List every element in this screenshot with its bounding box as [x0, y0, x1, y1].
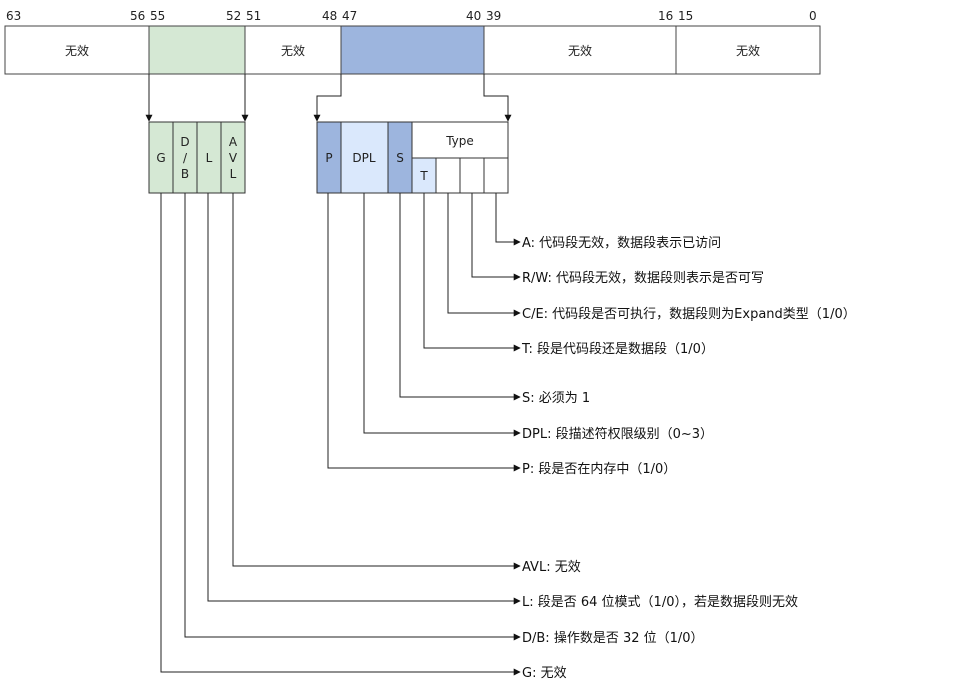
expansion-connectors — [145, 74, 512, 122]
flag-avl-text-1: A — [229, 135, 238, 149]
label-rw: R/W: 代码段无效，数据段则表示是否可写 — [522, 271, 764, 286]
flags-block-text: G D / B L A V L — [156, 135, 238, 181]
descriptor-bar-text: 无效 无效 无效 无效 — [65, 43, 760, 58]
access-s-text: S — [396, 151, 404, 165]
flags-block — [148, 121, 246, 194]
segment-63-56 — [4, 25, 150, 75]
leader-lines — [160, 193, 521, 676]
segment-text: 无效 — [568, 43, 592, 58]
type-t-text: T — [419, 169, 428, 183]
segment-55-52 — [148, 25, 246, 75]
bit-number: 40 — [466, 9, 481, 23]
descriptor-bar — [4, 25, 821, 75]
flag-avl-text-2: V — [229, 151, 238, 165]
field-descriptions: A: 代码段无效，数据段表示已访问 R/W: 代码段无效，数据段则表示是否可写 … — [521, 236, 856, 681]
bit-number: 39 — [486, 9, 501, 23]
expand-arrow-access-left — [313, 74, 342, 122]
type-cell-rw — [459, 157, 485, 194]
access-cell-type-header — [411, 121, 509, 159]
bit-number: 47 — [342, 9, 357, 23]
leader-avl — [232, 193, 521, 570]
flag-g-text: G — [156, 151, 165, 165]
label-avl: AVL: 无效 — [522, 560, 581, 575]
bit-number: 56 — [130, 9, 145, 23]
bit-number: 15 — [678, 9, 693, 23]
flag-cell-l — [196, 121, 222, 194]
access-block-text: P DPL S Type T — [325, 134, 473, 183]
leader-db — [184, 193, 521, 641]
leader-g — [160, 193, 521, 676]
type-header-text: Type — [445, 134, 474, 148]
flag-cell-db — [172, 121, 198, 194]
label-t: T: 段是代码段还是数据段（1/0） — [521, 342, 714, 357]
access-block — [316, 121, 509, 194]
flag-db-text-2: / — [183, 151, 188, 165]
access-dpl-text: DPL — [352, 151, 375, 165]
bit-number: 63 — [6, 9, 21, 23]
flag-l-text: L — [206, 151, 213, 165]
label-p: P: 段是否在内存中（1/0） — [522, 461, 676, 477]
bit-number: 51 — [246, 9, 261, 23]
leader-dpl — [363, 193, 521, 437]
leader-s — [399, 193, 521, 401]
bit-number: 48 — [322, 9, 337, 23]
leader-t — [423, 193, 521, 352]
flag-avl-text-3: L — [230, 167, 237, 181]
bit-number: 16 — [658, 9, 673, 23]
label-g: G: 无效 — [522, 666, 567, 681]
type-cell-t — [411, 157, 437, 194]
flag-cell-avl — [220, 121, 246, 194]
flag-db-text-3: B — [181, 167, 189, 181]
bit-number: 52 — [226, 9, 241, 23]
bit-number: 55 — [150, 9, 165, 23]
type-cell-ce — [435, 157, 461, 194]
label-s: S: 必须为 1 — [522, 391, 590, 406]
label-l: L: 段是否 64 位模式（1/0），若是数据段则无效 — [522, 594, 798, 610]
flag-db-text-1: D — [180, 135, 189, 149]
leader-rw — [471, 193, 521, 281]
segment-47-40 — [340, 25, 485, 75]
access-cell-dpl — [340, 121, 389, 194]
label-a: A: 代码段无效，数据段表示已访问 — [522, 236, 721, 251]
segment-39-16 — [483, 25, 677, 75]
bit-number-labels: 63 56 55 52 51 48 47 40 39 16 15 0 — [6, 9, 817, 23]
segment-51-48 — [244, 25, 342, 75]
access-p-text: P — [325, 151, 332, 165]
segment-text: 无效 — [281, 43, 305, 58]
leader-p — [327, 193, 521, 472]
type-cell-a — [483, 157, 509, 194]
expand-arrow-access-right — [483, 74, 512, 122]
segment-15-0 — [675, 25, 821, 75]
leader-l — [207, 193, 521, 605]
segment-text: 无效 — [65, 43, 89, 58]
leader-ce — [447, 193, 521, 317]
leader-a — [495, 193, 521, 246]
bit-number: 0 — [809, 9, 817, 23]
label-dpl: DPL: 段描述符权限级别（0~3） — [522, 426, 713, 442]
label-db: D/B: 操作数是否 32 位（1/0） — [522, 630, 704, 646]
label-ce: C/E: 代码段是否可执行，数据段则为Expand类型（1/0） — [522, 307, 856, 322]
segment-text: 无效 — [736, 43, 760, 58]
